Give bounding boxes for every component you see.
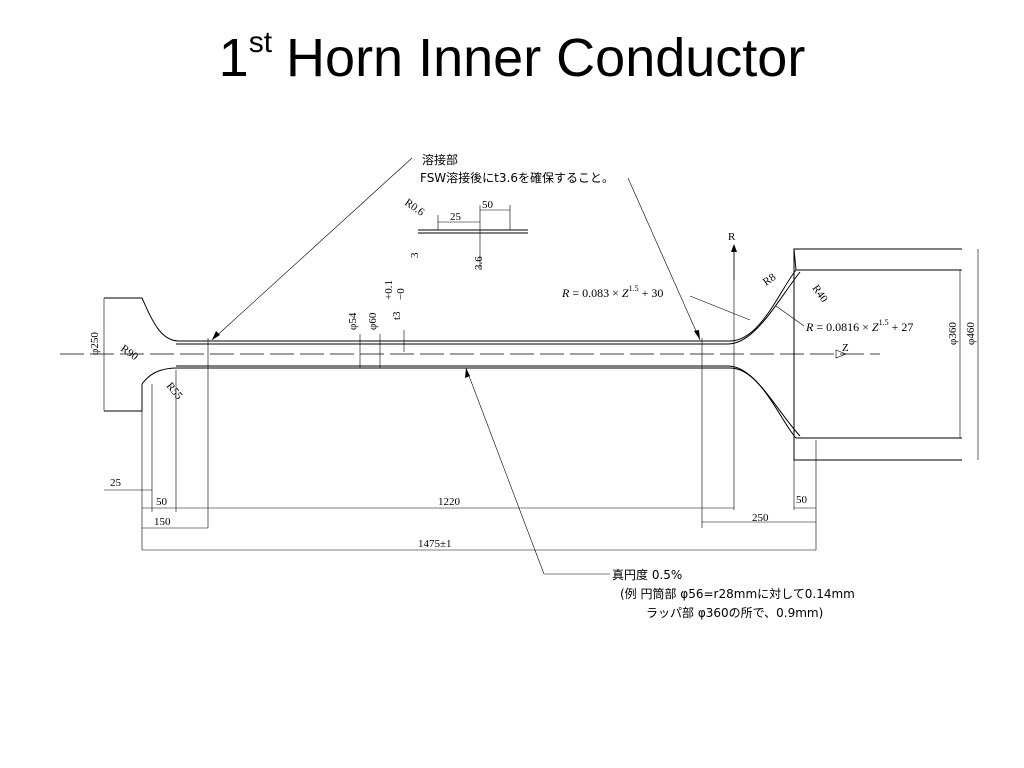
formula-lower-exp: 1.5	[879, 318, 889, 327]
formula-upper-z: Z	[622, 286, 629, 300]
dim-r55: R55	[164, 380, 185, 402]
weld-dim-3: 3	[409, 252, 421, 258]
title-text: Horn Inner Conductor	[286, 28, 806, 88]
r-axis-arrowhead	[731, 244, 737, 252]
z-axis-arrowhead	[835, 349, 847, 359]
dim-tol-lower: −0	[395, 288, 407, 300]
title-ordinal: st	[248, 26, 273, 59]
weld-detail-profile	[418, 229, 528, 234]
formula-upper-leader	[689, 295, 751, 321]
formula-lower-leader	[775, 305, 805, 327]
conductor-profile-lower	[104, 367, 962, 439]
dim-r40: R40	[810, 283, 831, 305]
dim-1475: 1475±1	[418, 538, 452, 550]
dim-25: 25	[110, 477, 122, 489]
formula-upper-eq: = 0.083 ×	[569, 286, 622, 300]
dim-tol-upper: +0.1	[383, 280, 395, 300]
dim-50-right: 50	[796, 494, 808, 506]
dim-r90: R90	[118, 343, 140, 364]
formula-lower-rest: + 27	[889, 320, 914, 334]
conductor-profile-upper-inner	[176, 271, 801, 345]
roundness-line3: ラッパ部 φ360の所で、0.9mm)	[646, 605, 823, 620]
formula-upper-rest: + 30	[639, 286, 664, 300]
flange-right	[793, 249, 962, 461]
formula-upper-lhs: R	[561, 286, 570, 300]
formula-lower-z: Z	[872, 320, 879, 334]
weld-leader-right-arrowhead	[694, 330, 700, 340]
title-number: 1	[218, 28, 249, 88]
dim-phi360: φ360	[947, 322, 959, 345]
dim-phi60: φ60	[367, 312, 379, 330]
weld-r06: R0.6	[402, 197, 427, 219]
r-axis-label: R	[728, 231, 736, 243]
page-title: 1st Horn Inner Conductor	[0, 26, 1024, 88]
dim-1220: 1220	[438, 496, 461, 508]
weld-dim-36: 3.6	[473, 256, 485, 270]
weld-leader-arrowhead	[212, 331, 220, 340]
weld-label: 溶接部	[422, 152, 458, 167]
weld-dim-50: 50	[482, 199, 494, 211]
dim-150: 150	[154, 516, 171, 528]
weld-note: FSW溶接後にt3.6を確保すること。	[420, 170, 614, 185]
dim-phi460: φ460	[965, 322, 977, 345]
formula-lower-eq: = 0.0816 ×	[813, 320, 872, 334]
conductor-profile-lower-inner	[176, 365, 801, 437]
formula-lower-lhs: R	[805, 320, 814, 334]
dim-r8: R8	[761, 271, 779, 288]
dim-t3: t3	[391, 311, 403, 320]
roundness-line1: 真円度 0.5%	[612, 567, 682, 582]
dim-250: 250	[752, 512, 769, 524]
roundness-line2: (例 円筒部 φ56=r28mmに対して0.14mm	[620, 586, 855, 601]
roundness-leader-arrowhead	[465, 368, 470, 378]
formula-upper: R = 0.083 × Z1.5 + 30	[561, 284, 663, 300]
weld-leader	[211, 157, 413, 341]
weld-leader-right	[627, 177, 701, 341]
roundness-leader	[465, 367, 545, 575]
weld-dim-25: 25	[450, 211, 462, 223]
formula-upper-exp: 1.5	[629, 284, 639, 293]
dim-50-left: 50	[156, 496, 168, 508]
z-axis-label: Z	[842, 342, 849, 354]
dim-phi250: φ250	[89, 332, 101, 355]
formula-lower: R = 0.0816 × Z1.5 + 27	[805, 318, 913, 334]
dim-phi54: φ54	[347, 312, 359, 330]
